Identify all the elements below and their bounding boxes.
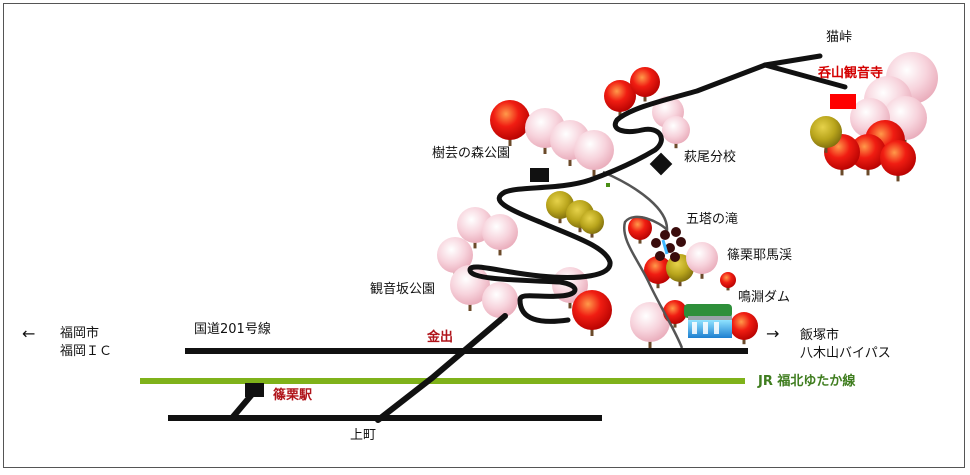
tree-layer bbox=[437, 52, 938, 348]
autumn-tree-icon bbox=[663, 300, 687, 328]
autumn-tree-icon bbox=[604, 80, 636, 117]
label-iizuka: 飯塚市 bbox=[800, 328, 840, 343]
winding-road bbox=[467, 53, 823, 324]
hagio-school-marker bbox=[649, 152, 673, 176]
kanade-road bbox=[375, 313, 508, 423]
ginkgo-tree-icon bbox=[580, 210, 604, 238]
label-sasaguri-station: 篠栗駅 bbox=[273, 388, 313, 403]
ginkgo-tree-icon bbox=[810, 116, 842, 153]
autumn-tree-icon bbox=[880, 140, 916, 182]
forest-park-marker bbox=[530, 168, 549, 182]
label-kanade: 金出 bbox=[427, 330, 454, 345]
sakura-tree-icon bbox=[482, 214, 518, 256]
label-kamimachi: 上町 bbox=[350, 428, 377, 443]
sasaguri-station-marker bbox=[245, 383, 264, 397]
label-hagio-school: 萩尾分校 bbox=[684, 150, 737, 165]
autumn-tree-icon bbox=[730, 312, 758, 345]
green-dot bbox=[606, 183, 610, 187]
label-forest-park: 樹芸の森公園 bbox=[432, 146, 511, 161]
autumn-tree-icon bbox=[572, 290, 612, 336]
label-gorge: 篠栗耶馬渓 bbox=[727, 248, 793, 263]
label-kannonzaka: 観音坂公園 bbox=[370, 282, 436, 297]
autumn-tree-icon bbox=[630, 67, 660, 102]
label-route201: 国道201号線 bbox=[194, 322, 271, 337]
label-temple: 呑山観音寺 bbox=[818, 66, 884, 81]
sakura-tree-icon bbox=[686, 242, 718, 279]
left-arrow-icon: ← bbox=[22, 324, 36, 343]
sakura-tree-icon bbox=[630, 302, 670, 348]
autumn-tree-icon bbox=[644, 256, 672, 289]
temple-marker bbox=[830, 94, 856, 109]
autumn-tree-icon bbox=[850, 134, 886, 176]
autumn-tree-icon bbox=[720, 272, 736, 291]
map-frame bbox=[3, 3, 965, 468]
label-dam: 鳴淵ダム bbox=[738, 290, 791, 305]
label-yakiyama: 八木山バイパス bbox=[800, 346, 891, 361]
label-waterfall: 五塔の滝 bbox=[686, 212, 739, 227]
label-nekotoge: 猫峠 bbox=[826, 30, 853, 45]
sakura-tree-icon bbox=[662, 116, 690, 149]
mountain-road bbox=[602, 170, 684, 349]
label-fukuoka-ic: 福岡ＩＣ bbox=[60, 344, 113, 359]
autumn-tree-icon bbox=[490, 100, 530, 146]
right-arrow-icon: → bbox=[766, 324, 780, 343]
waterfall-rocks bbox=[651, 227, 686, 262]
label-fukuoka-city: 福岡市 bbox=[60, 326, 100, 341]
label-jr-line: JR 福北ゆたか線 bbox=[758, 374, 856, 389]
nekotoge-road bbox=[762, 62, 848, 90]
autumn-tree-icon bbox=[628, 216, 652, 244]
dam-illustration bbox=[684, 304, 732, 338]
sakura-tree-icon bbox=[574, 130, 614, 176]
